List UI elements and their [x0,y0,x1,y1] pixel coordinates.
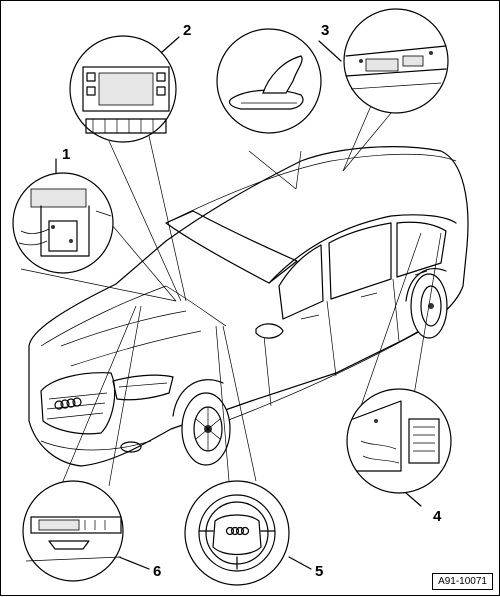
detail-circle-3-shelf [343,8,449,114]
detail-circle-2 [69,35,177,143]
callout-label-4: 4 [433,508,442,525]
detail-circle-3-antenna [216,28,322,134]
callout-label-3: 3 [321,22,330,39]
detail-circle-6 [22,480,124,582]
callout-label-1: 1 [62,146,71,163]
detail-circle-4 [346,388,452,494]
figure-reference-number: A91-10071 [432,573,493,590]
callout-label-6: 6 [153,563,162,580]
detail-circle-5 [184,480,290,586]
callout-label-2: 2 [183,22,192,39]
callout-label-5: 5 [315,563,324,580]
car-illustration [28,146,469,467]
detail-circle-1 [12,172,114,274]
leader-lines [20,36,442,570]
